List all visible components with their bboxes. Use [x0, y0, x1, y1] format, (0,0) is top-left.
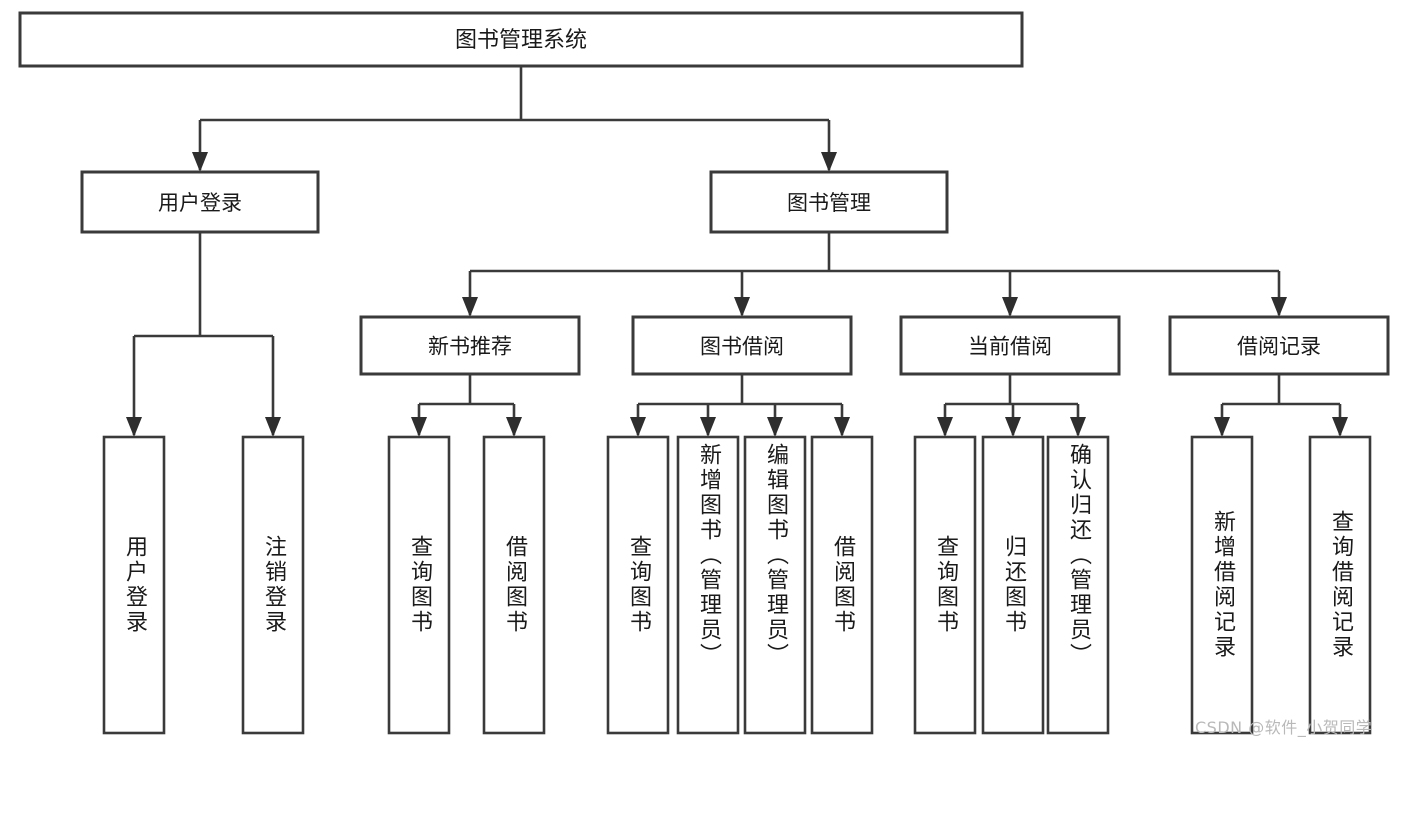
- leaf-node-9[interactable]: [981, 435, 1045, 735]
- leaf-node-3[interactable]: [482, 435, 546, 735]
- leaf-node-12-rect[interactable]: [1308, 435, 1372, 735]
- root-node-node-e59bbee4b9a6e7aea1e79086-label: 图书管理系统: [455, 28, 587, 53]
- diagram-canvas: 图书管理系统用户登录图书管理新书推荐图书借阅当前借阅借阅记录 用户登录注销登录查…: [18, 11, 1390, 737]
- arrow-down-icon-leaf-2-3: [834, 417, 850, 437]
- leaf-node-12[interactable]: [1308, 435, 1372, 735]
- connector-layer: [126, 66, 1348, 437]
- arrow-down-icon-level2-0: [192, 152, 208, 172]
- leaf-node-11[interactable]: [1190, 435, 1254, 735]
- leaf-node-4-rect[interactable]: [606, 435, 670, 735]
- arrow-down-icon-leaf-1-1: [506, 417, 522, 437]
- level3-node-node-e5bd93e5898de5809fe99885-label: 当前借阅: [968, 335, 1052, 359]
- level2-node-node-e794a8e688b7e799bbe5bd95-rect[interactable]: [80, 170, 320, 234]
- level2-node-node-e59bbee4b9a6e7aea1e79086-rect[interactable]: [709, 170, 949, 234]
- leaf-node-2[interactable]: [387, 435, 451, 735]
- watermark-text: CSDN @软件_小贺同学: [1195, 718, 1373, 737]
- root-node-node-e59bbee4b9a6e7aea1e79086-rect[interactable]: [18, 11, 1024, 68]
- level3-node-node-e59bbee4b9a6e5809fe99885-label: 图书借阅: [700, 335, 784, 359]
- leaf-node-6-rect[interactable]: [743, 435, 807, 735]
- leaf-node-2-rect[interactable]: [387, 435, 451, 735]
- arrow-down-icon-leaf-2-1: [700, 417, 716, 437]
- arrow-down-icon-leaf-3-1: [1005, 417, 1021, 437]
- leaf-node-1[interactable]: [241, 435, 305, 735]
- arrow-down-icon-leaf-0-0: [126, 417, 142, 437]
- level3-node-node-e5809fe99885e8aeb0e5bd95-rect[interactable]: [1168, 315, 1390, 376]
- leaf-node-5[interactable]: [676, 435, 740, 735]
- leaf-node-9-rect[interactable]: [981, 435, 1045, 735]
- leaf-node-0[interactable]: [102, 435, 166, 735]
- arrow-down-icon-leaf-2-2: [767, 417, 783, 437]
- leaf-node-3-rect[interactable]: [482, 435, 546, 735]
- level3-node-node-e5bd93e5898de5809fe99885-rect[interactable]: [899, 315, 1121, 376]
- level3-node-node-e696b0e4b9a6e68ea8e88d90[interactable]: 新书推荐: [359, 315, 581, 376]
- arrow-down-icon-level3-2: [1002, 297, 1018, 317]
- arrow-down-icon-leaf-1-0: [411, 417, 427, 437]
- arrow-down-icon-leaf-3-0: [937, 417, 953, 437]
- leaf-node-6[interactable]: [743, 435, 807, 735]
- leaf-node-8-rect[interactable]: [913, 435, 977, 735]
- leaf-node-4[interactable]: [606, 435, 670, 735]
- level3-node-node-e696b0e4b9a6e68ea8e88d90-label: 新书推荐: [428, 335, 512, 359]
- arrow-down-icon-leaf-4-0: [1214, 417, 1230, 437]
- level3-node-node-e696b0e4b9a6e68ea8e88d90-rect[interactable]: [359, 315, 581, 376]
- arrow-down-icon-leaf-3-2: [1070, 417, 1086, 437]
- leaf-node-7-rect[interactable]: [810, 435, 874, 735]
- level2-node-node-e59bbee4b9a6e7aea1e79086[interactable]: 图书管理: [709, 170, 949, 234]
- leaf-node-5-rect[interactable]: [676, 435, 740, 735]
- leaf-node-8[interactable]: [913, 435, 977, 735]
- leaf-node-0-rect[interactable]: [102, 435, 166, 735]
- arrow-down-icon-level3-3: [1271, 297, 1287, 317]
- arrow-down-icon-leaf-2-0: [630, 417, 646, 437]
- level3-node-node-e5bd93e5898de5809fe99885[interactable]: 当前借阅: [899, 315, 1121, 376]
- leaf-node-1-rect[interactable]: [241, 435, 305, 735]
- arrow-down-icon-level2-1: [821, 152, 837, 172]
- level3-node-node-e5809fe99885e8aeb0e5bd95[interactable]: 借阅记录: [1168, 315, 1390, 376]
- arrow-down-icon-level3-1: [734, 297, 750, 317]
- leaf-node-11-rect[interactable]: [1190, 435, 1254, 735]
- level3-node-node-e59bbee4b9a6e5809fe99885-rect[interactable]: [631, 315, 853, 376]
- level3-node-node-e59bbee4b9a6e5809fe99885[interactable]: 图书借阅: [631, 315, 853, 376]
- arrow-down-icon-level3-0: [462, 297, 478, 317]
- level2-node-node-e794a8e688b7e799bbe5bd95[interactable]: 用户登录: [80, 170, 320, 234]
- level2-node-node-e794a8e688b7e799bbe5bd95-label: 用户登录: [158, 191, 242, 215]
- leaf-node-7[interactable]: [810, 435, 874, 735]
- leaf-node-10[interactable]: [1046, 435, 1110, 735]
- arrow-down-icon-leaf-4-1: [1332, 417, 1348, 437]
- root-node-node-e59bbee4b9a6e7aea1e79086[interactable]: 图书管理系统: [18, 11, 1024, 68]
- leaf-node-10-rect[interactable]: [1046, 435, 1110, 735]
- arrow-down-icon-leaf-0-1: [265, 417, 281, 437]
- level3-node-node-e5809fe99885e8aeb0e5bd95-label: 借阅记录: [1237, 335, 1321, 359]
- level2-node-node-e59bbee4b9a6e7aea1e79086-label: 图书管理: [787, 191, 871, 215]
